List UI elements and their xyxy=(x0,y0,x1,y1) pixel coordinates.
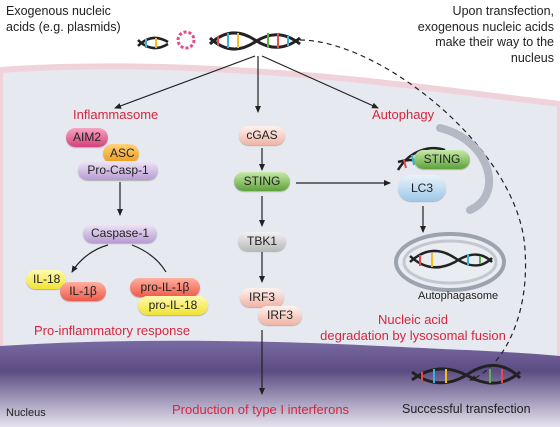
cgas-pill: cGAS xyxy=(239,126,285,145)
pro-il1b-pill: pro-IL-1β xyxy=(130,278,200,297)
nucleus-region xyxy=(0,340,560,427)
exogenous-label: Exogenous nucleic acids (e.g. plasmids) xyxy=(6,4,121,34)
autophagosome-icon xyxy=(394,232,506,292)
nucleus-label: Nucleus xyxy=(6,407,46,419)
interferon-label: Production of type I interferons xyxy=(172,402,350,417)
sting-right-pill: STING xyxy=(414,150,470,169)
sting-center-pill: STING xyxy=(234,172,290,191)
nucleic-degradation-label: Nucleic acid degradation by lysosomal fu… xyxy=(320,312,506,344)
aim2-pill: AIM2 xyxy=(66,128,108,147)
pro-casp1-pill: Pro-Casp-1 xyxy=(78,161,158,180)
dna-strand-top-icon xyxy=(208,31,301,51)
plasmid-icon xyxy=(176,30,196,50)
autophagasome-label: Autophagasome xyxy=(418,290,499,302)
autophagy-label: Autophagy xyxy=(372,107,435,122)
il18-pill: IL-18 xyxy=(26,270,66,289)
caspase1-pill: Caspase-1 xyxy=(83,224,157,243)
inflammasome-label: Inflammasome xyxy=(73,107,159,122)
lc3-pill: LC3 xyxy=(398,175,446,201)
pro-inflammatory-label: Pro-inflammatory response xyxy=(34,323,191,338)
phagophore-membrane xyxy=(436,124,494,214)
irf3-pill-b: IRF3 xyxy=(258,306,302,325)
transfection-note: Upon transfection, exogenous nucleic aci… xyxy=(417,4,554,65)
asc-pill: ASC xyxy=(103,144,139,163)
successful-transfection-label: Successful transfection xyxy=(402,402,531,416)
tbk1-pill: TBK1 xyxy=(238,232,286,251)
dna-short-icon xyxy=(137,36,169,50)
transfection-path xyxy=(299,39,527,381)
il1b-pill: IL-1β xyxy=(60,282,106,301)
pro-il18-pill: pro-IL-18 xyxy=(138,296,208,315)
dna-nucleus-icon xyxy=(411,364,522,385)
irf3-pill-a: IRF3 xyxy=(240,288,284,307)
